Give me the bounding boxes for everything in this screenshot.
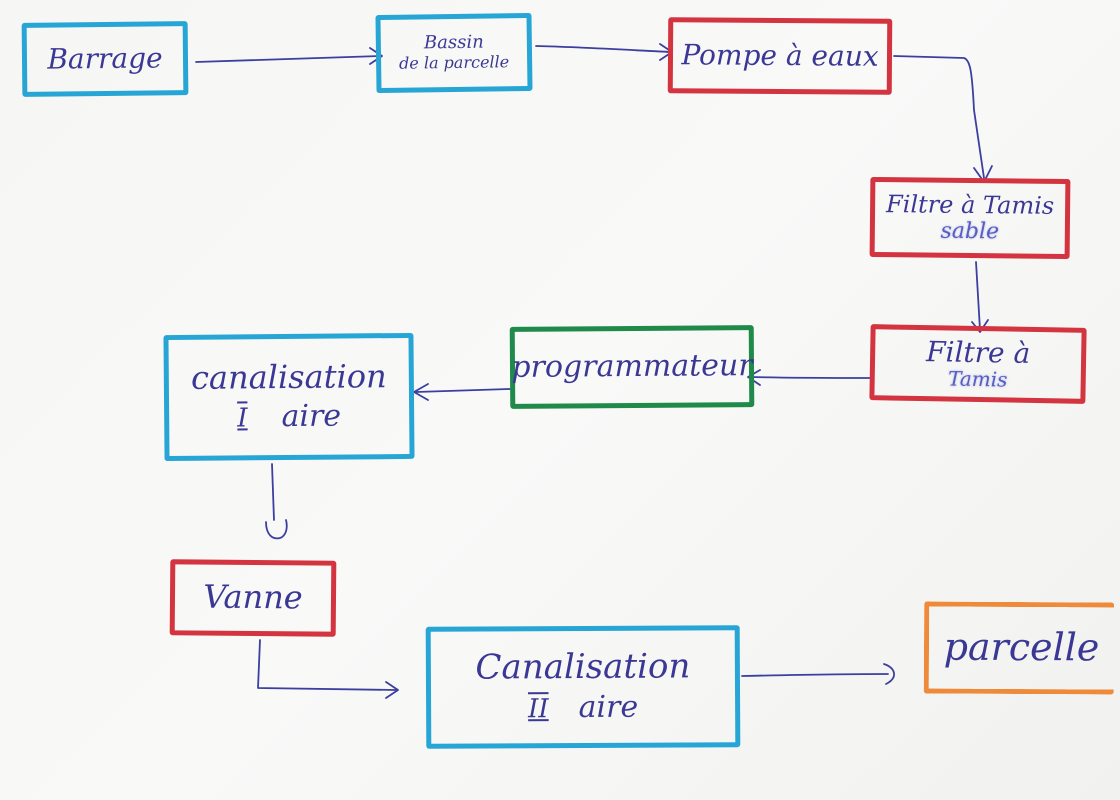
- edge-canal2-parcelle: [741, 673, 889, 677]
- node-pompe: Pompe à eaux: [667, 17, 893, 95]
- arrowhead-canal2: [385, 681, 399, 699]
- node-filtre-sable: Filtre à Tamis sable: [869, 176, 1071, 260]
- arrowhead-programmateur: [747, 369, 761, 386]
- edge-filtre-sable-filtre-tamis: [975, 261, 981, 331]
- node-canalisation-1-label-line1: canalisation: [190, 357, 387, 398]
- node-vanne-label: Vanne: [203, 577, 303, 617]
- edge-pompe-filtre-sable: [893, 55, 985, 179]
- arrowhead-filtre-tamis: [971, 319, 989, 333]
- node-filtre-sable-label-line2: sable: [940, 218, 1000, 245]
- node-pompe-label: Pompe à eaux: [681, 38, 879, 73]
- node-canalisation-1: canalisation I aire: [163, 332, 415, 462]
- node-filtre-tamis: Filtre à Tamis: [869, 324, 1087, 404]
- node-bassin: Bassin de la parcelle: [375, 12, 533, 94]
- node-filtre-tamis-label-line2: Tamis: [947, 366, 1008, 392]
- arrowhead-canal1: [413, 383, 429, 401]
- node-canalisation-2: Canalisation II aire: [425, 625, 741, 749]
- node-parcelle: parcelle: [923, 601, 1115, 695]
- node-filtre-sable-label-line1: Filtre à Tamis: [885, 189, 1055, 220]
- node-canalisation-1-sub: I aire: [237, 398, 342, 435]
- node-filtre-tamis-label-line1: Filtre à: [925, 334, 1031, 370]
- arrowhead-pompe: [659, 43, 673, 61]
- node-barrage-label: Barrage: [47, 41, 163, 76]
- node-canalisation-1-label-line2: aire: [281, 398, 342, 435]
- node-vanne: Vanne: [169, 559, 337, 637]
- node-canalisation-1-marker: I: [237, 403, 248, 434]
- edge-programmateur-canal1: [415, 388, 511, 393]
- arrowhead-parcelle: [883, 663, 895, 685]
- node-bassin-label-line1: Bassin: [423, 31, 484, 54]
- node-barrage: Barrage: [21, 21, 189, 97]
- node-parcelle-label: parcelle: [943, 624, 1100, 670]
- node-canalisation-2-label-line1: Canalisation: [475, 646, 691, 688]
- node-bassin-label-line2: de la parcelle: [398, 52, 510, 73]
- arrowhead-vanne: [265, 519, 288, 540]
- edge-canal1-vanne: [271, 463, 275, 521]
- node-programmateur: programmateur: [509, 325, 755, 409]
- node-canalisation-2-marker: II: [527, 694, 549, 725]
- edge-barrage-bassin: [195, 55, 381, 63]
- node-canalisation-2-sub: II aire: [527, 689, 639, 726]
- arrowhead-filtre-sable: [973, 165, 993, 183]
- node-canalisation-2-label-line2: aire: [578, 689, 639, 726]
- node-programmateur-label: programmateur: [511, 348, 753, 386]
- edge-filtre-tamis-programmateur: [749, 376, 871, 379]
- arrowhead-bassin: [369, 47, 383, 65]
- edge-bassin-pompe: [535, 45, 671, 53]
- edge-vanne-canal2: [257, 639, 397, 691]
